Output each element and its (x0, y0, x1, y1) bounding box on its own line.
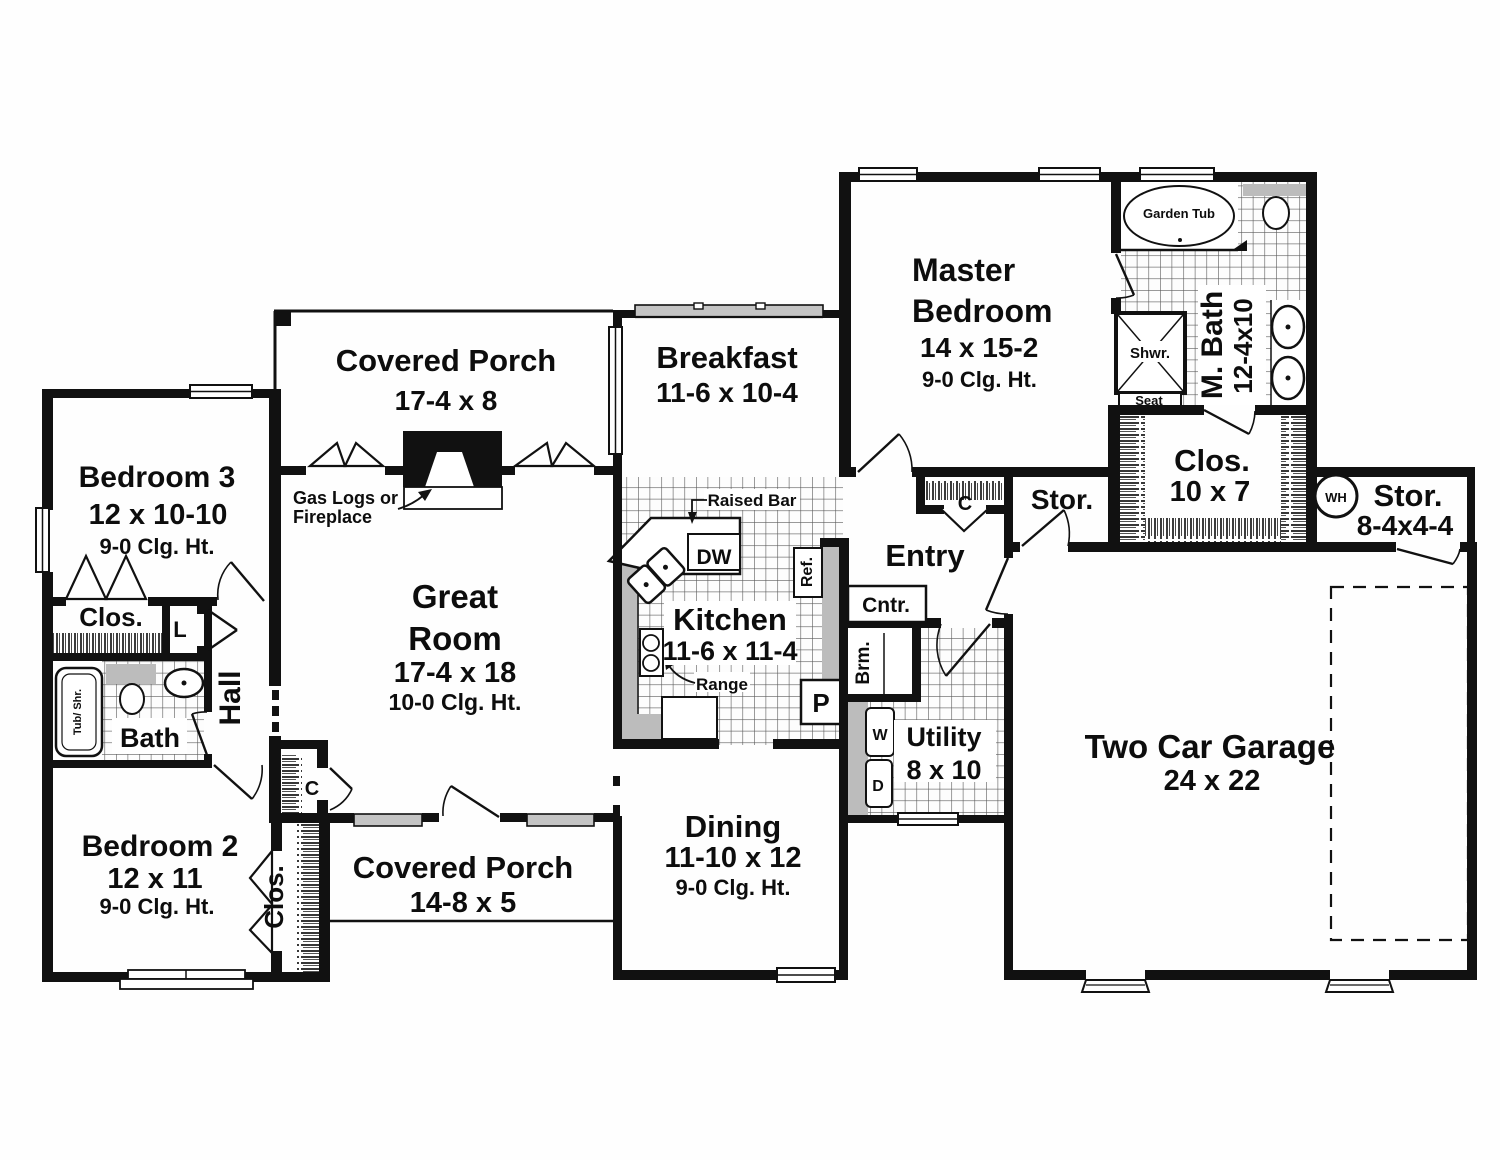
svg-text:Garden Tub: Garden Tub (1143, 206, 1215, 221)
svg-text:17-4 x 8: 17-4 x 8 (395, 385, 498, 416)
svg-text:10 x 7: 10 x 7 (1170, 476, 1251, 508)
svg-text:17-4 x 18: 17-4 x 18 (394, 657, 517, 689)
svg-text:Stor.: Stor. (1374, 478, 1443, 513)
svg-text:Bedroom 2: Bedroom 2 (82, 830, 239, 863)
svg-text:Gas Logs or: Gas Logs or (293, 488, 398, 508)
svg-text:Breakfast: Breakfast (656, 340, 797, 375)
svg-text:Master: Master (912, 252, 1015, 288)
svg-text:L: L (173, 617, 186, 642)
svg-text:11-6 x 10-4: 11-6 x 10-4 (656, 377, 798, 408)
svg-text:Raised Bar: Raised Bar (708, 491, 797, 510)
svg-text:Clos.: Clos. (1174, 443, 1250, 478)
svg-text:12 x 11: 12 x 11 (107, 863, 202, 895)
svg-text:Room: Room (408, 620, 502, 657)
svg-text:8 x 10: 8 x 10 (906, 755, 981, 785)
svg-text:Ref.: Ref. (799, 557, 816, 587)
svg-text:8-4x4-4: 8-4x4-4 (1357, 510, 1454, 541)
svg-text:Bedroom 3: Bedroom 3 (79, 461, 236, 494)
svg-text:Bath: Bath (120, 723, 180, 753)
svg-text:DW: DW (697, 546, 732, 569)
svg-text:D: D (872, 778, 884, 795)
svg-text:C: C (958, 493, 972, 515)
svg-text:Brm.: Brm. (853, 641, 874, 684)
svg-text:Two Car Garage: Two Car Garage (1085, 728, 1336, 765)
svg-text:Bedroom: Bedroom (912, 293, 1052, 329)
svg-text:Fireplace: Fireplace (293, 507, 372, 527)
svg-text:Hall: Hall (214, 670, 247, 725)
svg-text:12-4x10: 12-4x10 (1228, 298, 1258, 393)
svg-text:WH: WH (1325, 490, 1347, 505)
svg-text:Covered Porch: Covered Porch (353, 850, 574, 885)
svg-text:Entry: Entry (885, 538, 965, 573)
svg-text:Clos.: Clos. (79, 602, 143, 632)
svg-text:Utility: Utility (906, 722, 981, 752)
svg-text:Covered Porch: Covered Porch (336, 343, 557, 378)
svg-text:Cntr.: Cntr. (862, 594, 910, 617)
svg-text:Seat: Seat (1135, 393, 1163, 408)
svg-text:Dining: Dining (685, 809, 781, 844)
svg-text:10-0 Clg. Ht.: 10-0 Clg. Ht. (389, 689, 522, 715)
svg-text:Kitchen: Kitchen (673, 602, 787, 637)
svg-text:14-8 x 5: 14-8 x 5 (410, 887, 516, 919)
svg-text:9-0 Clg. Ht.: 9-0 Clg. Ht. (922, 367, 1037, 392)
svg-text:Shwr.: Shwr. (1130, 345, 1170, 362)
svg-text:Clos.: Clos. (259, 865, 289, 929)
svg-text:W: W (872, 727, 888, 744)
svg-text:14 x 15-2: 14 x 15-2 (920, 332, 1038, 363)
svg-text:Stor.: Stor. (1031, 484, 1093, 515)
svg-text:Range: Range (696, 675, 748, 694)
svg-text:9-0 Clg. Ht.: 9-0 Clg. Ht. (100, 894, 215, 919)
svg-text:11-10 x 12: 11-10 x 12 (664, 842, 801, 874)
svg-text:Great: Great (412, 578, 498, 615)
svg-text:9-0 Clg. Ht.: 9-0 Clg. Ht. (676, 875, 791, 900)
svg-text:P: P (812, 688, 829, 718)
svg-text:24 x 22: 24 x 22 (1164, 765, 1261, 797)
svg-text:11-6 x 11-4: 11-6 x 11-4 (662, 636, 797, 666)
svg-text:Tub/ Shr.: Tub/ Shr. (72, 689, 84, 735)
svg-text:C: C (305, 778, 319, 800)
svg-text:M. Bath: M. Bath (1196, 291, 1229, 399)
svg-text:12 x 10-10: 12 x 10-10 (89, 499, 228, 531)
svg-text:9-0 Clg. Ht.: 9-0 Clg. Ht. (100, 534, 215, 559)
